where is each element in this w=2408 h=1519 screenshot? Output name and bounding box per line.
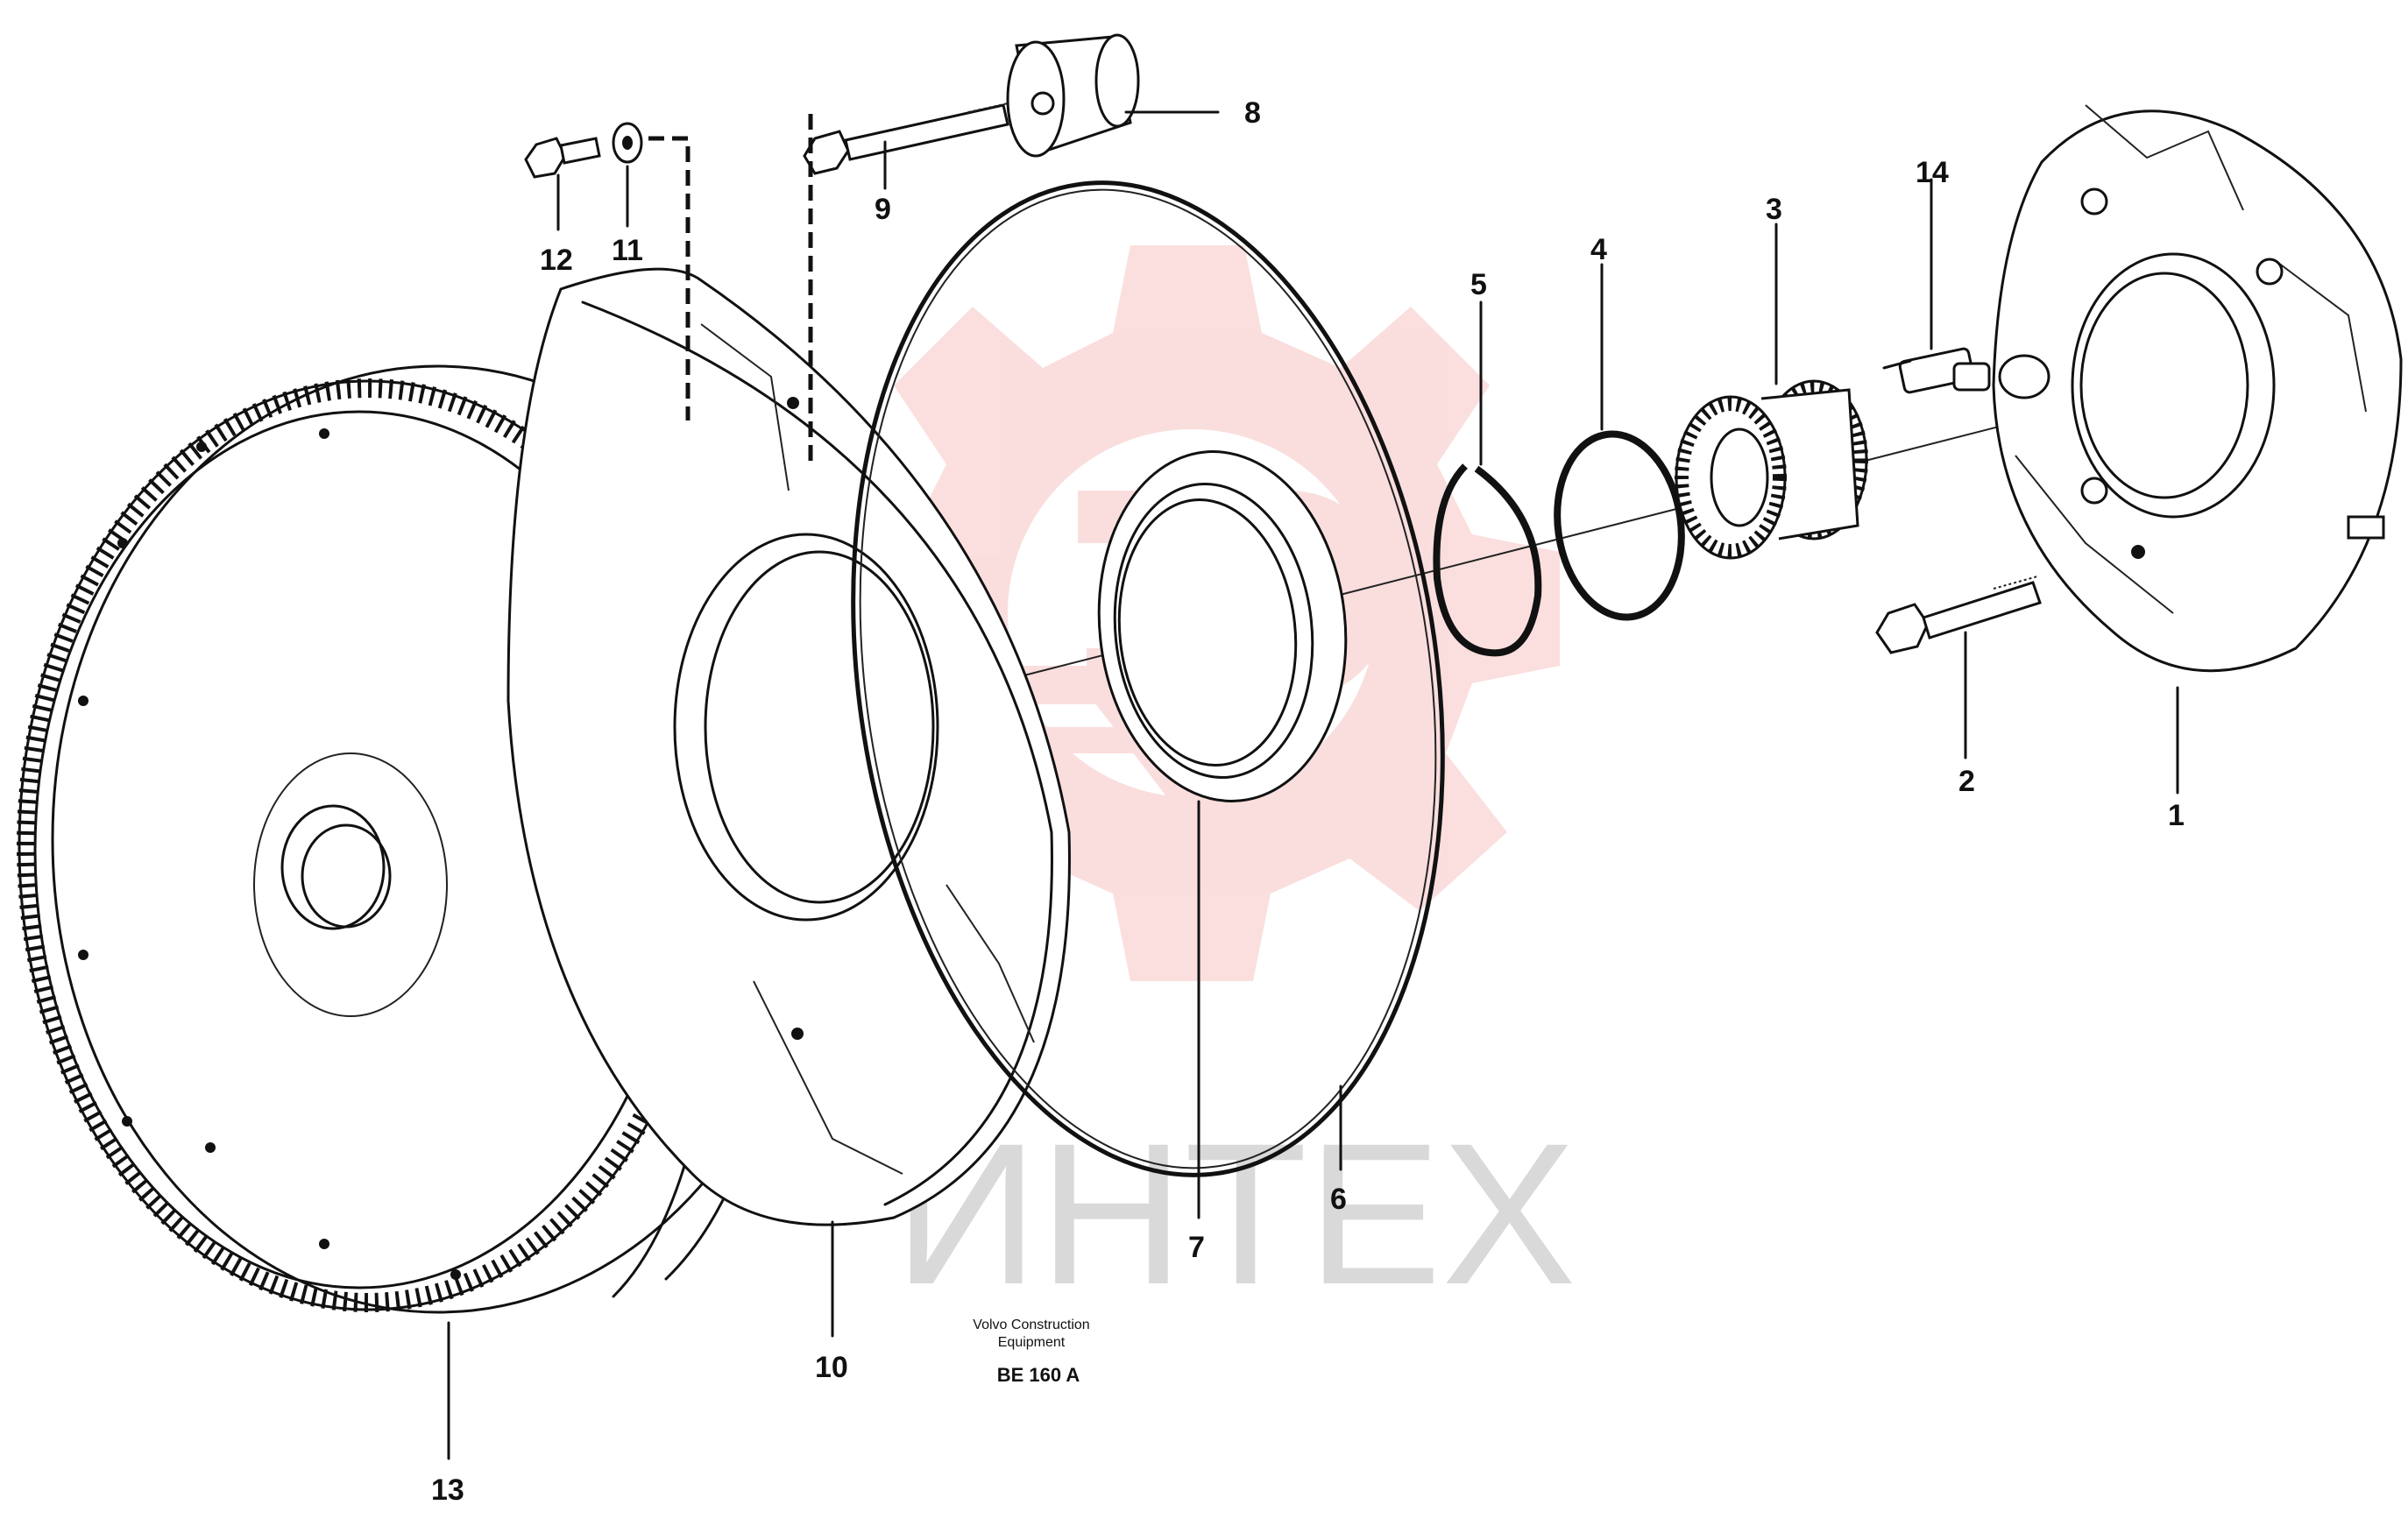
watermark-text: ИНТЕХ bbox=[894, 1101, 1576, 1326]
pump-gear bbox=[1675, 379, 1868, 560]
small-bolt bbox=[524, 137, 601, 179]
washer bbox=[612, 122, 643, 164]
leader-lines bbox=[447, 110, 2179, 1460]
large-sealing-ring-inner-edge bbox=[859, 188, 1437, 1169]
large-sealing-ring bbox=[851, 180, 1445, 1177]
caption-company: Volvo Construction bbox=[973, 1318, 1089, 1332]
callout-5: 5 bbox=[1470, 268, 1487, 301]
callout-11: 11 bbox=[612, 234, 643, 267]
pump-housing bbox=[1992, 104, 2403, 673]
pressure-sensor bbox=[1882, 347, 2050, 399]
callout-13: 13 bbox=[431, 1473, 464, 1507]
caption-code: BE 160 A bbox=[997, 1364, 1080, 1386]
caption-equipment: Equipment bbox=[998, 1335, 1066, 1350]
callout-2: 2 bbox=[1958, 765, 1975, 798]
callout-10: 10 bbox=[815, 1351, 848, 1384]
callout-7: 7 bbox=[1188, 1231, 1205, 1264]
callout-8: 8 bbox=[1244, 96, 1261, 130]
converter-housing-cover bbox=[506, 267, 1071, 1226]
guide-line-washer bbox=[648, 136, 691, 420]
o-ring bbox=[1554, 430, 1685, 621]
housing-bolt bbox=[1875, 576, 2042, 654]
shaft-seal bbox=[1097, 450, 1348, 802]
snap-ring bbox=[1433, 463, 1542, 657]
callout-6: 6 bbox=[1330, 1183, 1347, 1216]
callout-14: 14 bbox=[1916, 156, 1949, 189]
long-bolt bbox=[803, 102, 1009, 175]
callout-4: 4 bbox=[1590, 233, 1607, 266]
callout-3: 3 bbox=[1766, 193, 1782, 226]
callout-9: 9 bbox=[875, 193, 891, 226]
callout-12: 12 bbox=[540, 244, 573, 277]
callout-1: 1 bbox=[2168, 799, 2185, 832]
bushing bbox=[1006, 33, 1140, 158]
